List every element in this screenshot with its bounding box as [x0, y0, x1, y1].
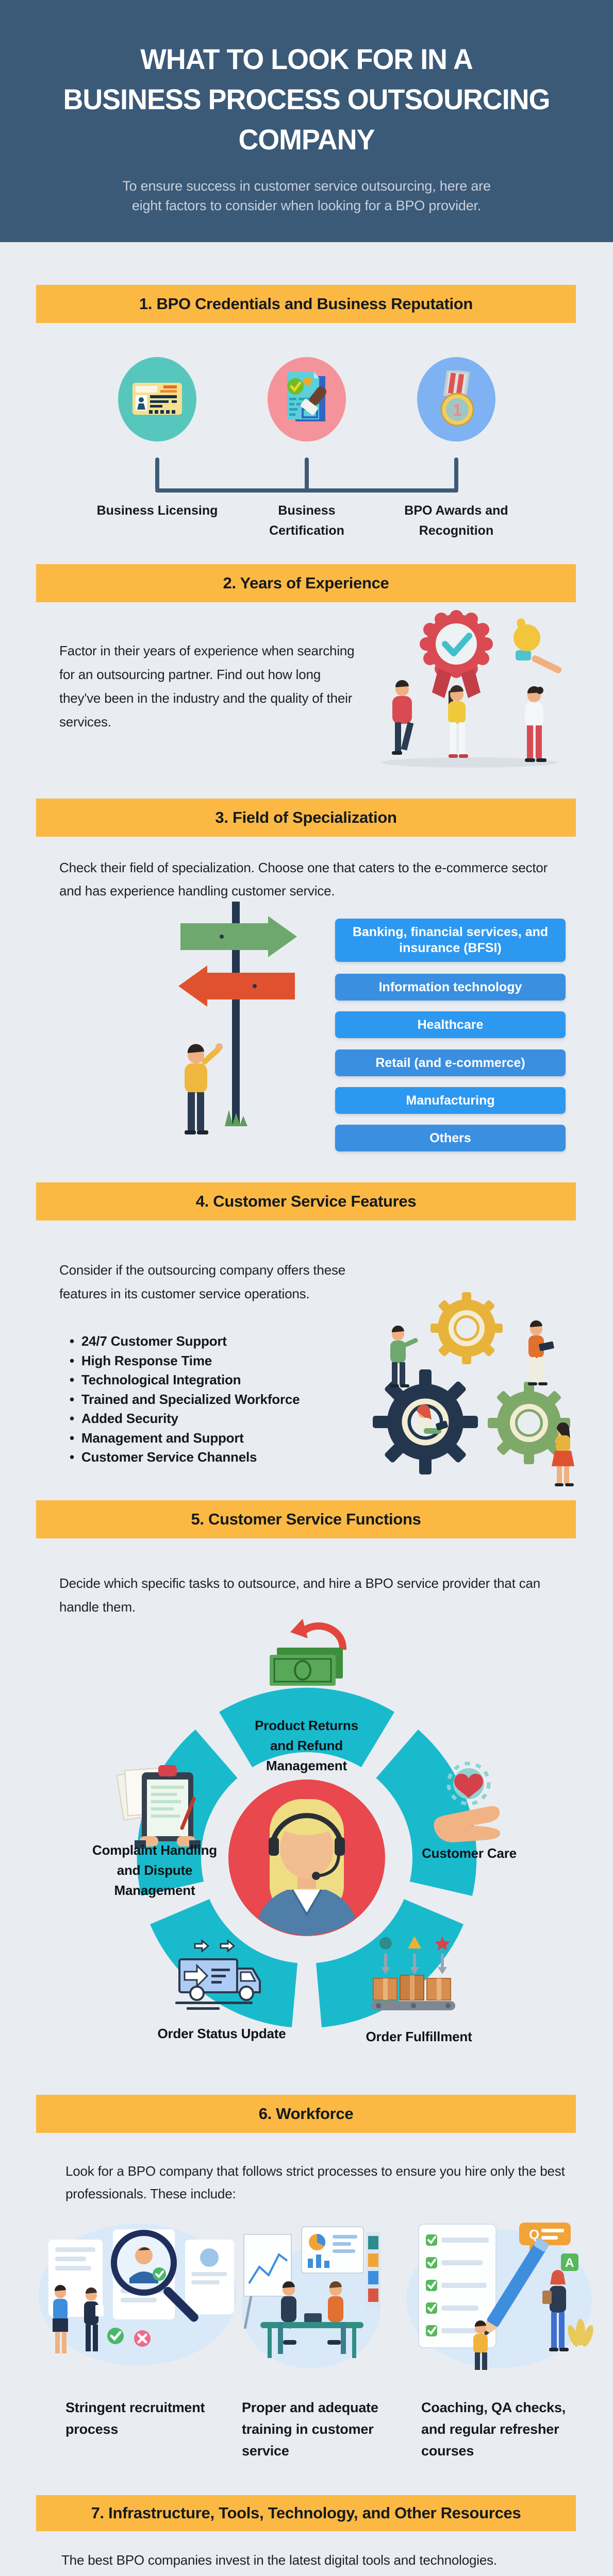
green-arrow-right	[180, 916, 297, 957]
title-line-3: COMPANY	[238, 123, 375, 156]
red-arrow-left	[178, 965, 295, 1007]
function-label-customer-care: Customer Care	[422, 1845, 517, 1861]
business-licensing-label: Business Licensing	[96, 503, 218, 518]
award-rosette	[420, 610, 493, 698]
plant	[568, 2319, 593, 2347]
person-middle	[448, 685, 468, 758]
section1-banner: 1. BPO Credentials and Business Reputati…	[36, 285, 576, 323]
section6-body: Look for a BPO company that follows stri…	[65, 2163, 565, 2201]
connector-stub-1	[155, 457, 159, 490]
section5-banner: 5. Customer Service Functions	[36, 1500, 576, 1538]
feature-item: Added Security	[70, 1409, 300, 1429]
section2-body: Factor in their years of experience when…	[59, 643, 355, 730]
feature-item: High Response Time	[70, 1351, 300, 1371]
standing-man-green	[390, 1325, 418, 1387]
trainee-left	[278, 2281, 296, 2354]
yellow-gear	[430, 1292, 503, 1364]
section7-body-line-1: The best BPO companies invest in the lat…	[61, 2552, 497, 2568]
function-label-product-returns: Product Returns and Refund Management	[255, 1718, 358, 1773]
business-certification-circle	[268, 357, 346, 442]
section3-body: Check their field of specialization. Cho…	[59, 860, 548, 899]
section3-banner: 3. Field of Specialization	[36, 799, 576, 837]
training-room-illustration	[241, 2226, 380, 2368]
customer-care-hand-heart-icon	[434, 1761, 501, 1842]
person-looking	[185, 1043, 223, 1134]
business-certification-label: Business Certification	[269, 503, 344, 538]
id-card-icon	[132, 383, 182, 415]
pencil-holder-person	[473, 2320, 488, 2370]
field-button-others: Others	[335, 1125, 566, 1151]
feature-item: Technological Integration	[70, 1370, 300, 1390]
subtitle-line-2: eight factors to consider when looking f…	[131, 198, 482, 213]
connector-bar	[155, 488, 458, 493]
person-left	[392, 680, 414, 755]
field-button-healthcare: Healthcare	[335, 1011, 566, 1038]
workforce-label-training: Proper and adequate training in customer…	[242, 2400, 378, 2459]
feature-item: Trained and Specialized Workforce	[70, 1390, 300, 1410]
standing-woman-yellow	[552, 1422, 574, 1486]
bpo-awards-label: BPO Awards and Recognition	[404, 503, 508, 538]
title-line-2: BUSINESS PROCESS OUTSOURCING	[63, 83, 551, 115]
page-subtitle: To ensure success in customer service ou…	[0, 176, 613, 215]
section2-banner: 2. Years of Experience	[36, 564, 576, 602]
section4-body: Consider if the outsourcing company offe…	[59, 1262, 346, 1301]
recruitment-search-illustration	[39, 2224, 237, 2366]
section4-banner: 4. Customer Service Features	[36, 1182, 576, 1221]
feature-item: Customer Service Channels	[70, 1448, 300, 1467]
function-label-complaint-handling: Complaint Handling and Dispute Managemen…	[92, 1842, 217, 1898]
signpost-illustration	[178, 902, 297, 1134]
section7-body-line-2: Some BPO trends in technology include:	[61, 2571, 577, 2576]
subtitle-line-1: To ensure success in customer service ou…	[122, 178, 491, 194]
order-conveyor-icon	[371, 1936, 455, 2010]
thumbs-up-icon	[513, 618, 561, 673]
award-ribbon-people-illustration	[382, 610, 561, 768]
feature-item: 24/7 Customer Support	[70, 1332, 300, 1351]
magnifier-icon	[111, 2230, 198, 2322]
workforce-label-coaching: Coaching, QA checks, and regular refresh…	[421, 2400, 566, 2459]
connector-stub-2	[305, 457, 309, 490]
qa-checklist-illustration: Q A	[406, 2223, 593, 2370]
section5-body: Decide which specific tasks to outsource…	[59, 1575, 541, 1615]
first-place-medal-icon: 1	[440, 370, 474, 427]
sitting-woman	[417, 1404, 448, 1434]
section7-banner: 7. Infrastructure, Tools, Technology, an…	[36, 2495, 576, 2531]
connector-stub-3	[454, 457, 458, 490]
standing-man-orange	[528, 1320, 554, 1385]
feature-item: Management and Support	[70, 1429, 300, 1448]
header: WHAT TO LOOK FOR IN A BUSINESS PROCESS O…	[0, 0, 613, 242]
recruiter-woman	[53, 2284, 68, 2353]
section4-feature-list: 24/7 Customer Support High Response Time…	[70, 1332, 300, 1467]
green-gear	[488, 1382, 570, 1464]
function-label-order-status: Order Status Update	[157, 2026, 286, 2041]
team-gears-illustration	[373, 1292, 574, 1486]
field-button-retail: Retail (and e-commerce)	[335, 1049, 566, 1076]
field-button-manufacturing: Manufacturing	[335, 1087, 566, 1114]
qa-reviewer-woman	[542, 2270, 569, 2351]
refund-money-icon	[270, 1619, 346, 1686]
person-right	[525, 686, 546, 762]
trainee-right	[327, 2281, 346, 2354]
certificate-stamp-icon	[287, 372, 326, 421]
grass	[225, 1110, 247, 1126]
big-pencil	[483, 2238, 549, 2338]
field-button-it: Information technology	[335, 974, 566, 1001]
field-button-bfsi: Banking, financial services, and insuran…	[335, 919, 566, 962]
customer-service-functions-diagram	[116, 1619, 501, 2027]
svg-text:1: 1	[453, 401, 462, 419]
support-agent-avatar	[254, 1799, 359, 1935]
business-licensing-circle	[118, 357, 196, 442]
recruiter-man	[84, 2287, 104, 2351]
workforce-label-recruitment: Stringent recruitment process	[65, 2400, 205, 2437]
section7-body: The best BPO companies invest in the lat…	[61, 2549, 577, 2576]
bpo-awards-circle: 1	[417, 357, 495, 442]
navy-gear	[373, 1369, 478, 1475]
svg-text:A: A	[565, 2256, 574, 2270]
title-line-1: WHAT TO LOOK FOR IN A	[140, 43, 473, 75]
page-title: WHAT TO LOOK FOR IN A BUSINESS PROCESS O…	[0, 0, 613, 160]
complaint-clipboard-icon	[116, 1765, 201, 1849]
svg-text:Q: Q	[529, 2227, 539, 2242]
section6-banner: 6. Workforce	[36, 2095, 576, 2133]
delivery-truck-icon	[175, 1939, 261, 2010]
function-label-order-fulfillment: Order Fulfillment	[366, 2029, 472, 2044]
